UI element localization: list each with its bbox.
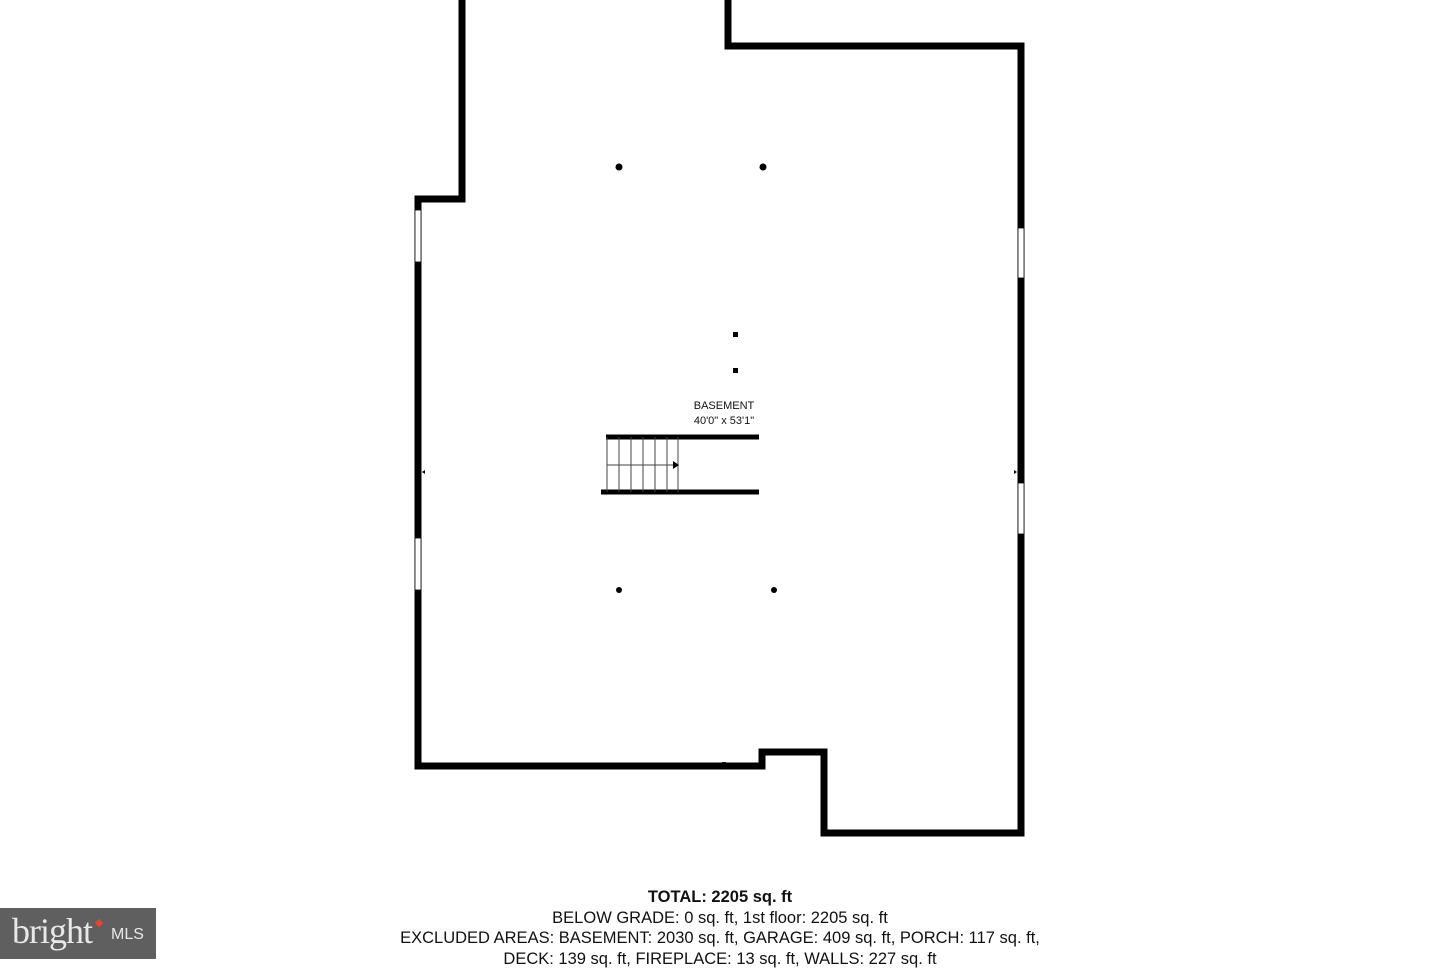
staircase: [601, 437, 759, 492]
column: [733, 332, 738, 337]
summary-line-2: EXCLUDED AREAS: BASEMENT: 2030 sq. ft, G…: [0, 928, 1440, 949]
total-area: TOTAL: 2205 sq. ft: [0, 887, 1440, 908]
logo-suffix: MLS: [111, 926, 144, 944]
bright-mls-logo: bright MLS: [0, 908, 156, 959]
window: [415, 210, 421, 262]
area-summary: TOTAL: 2205 sq. ft BELOW GRADE: 0 sq. ft…: [0, 887, 1440, 969]
room-name: BASEMENT: [664, 399, 784, 414]
window: [1018, 228, 1024, 278]
room-dimensions: 40'0" x 53'1": [664, 414, 784, 429]
column: [760, 164, 767, 171]
logo-brand: bright: [12, 910, 92, 952]
window: [1018, 483, 1024, 534]
summary-line-1: BELOW GRADE: 0 sq. ft, 1st floor: 2205 s…: [0, 908, 1440, 929]
door-marks: [422, 470, 1017, 765]
column: [771, 587, 777, 593]
logo-accent-icon: [95, 919, 103, 927]
room-label: BASEMENT 40'0" x 53'1": [664, 399, 784, 429]
window: [415, 538, 421, 590]
column: [616, 587, 622, 593]
column: [733, 368, 738, 373]
column: [616, 164, 623, 171]
columns: [616, 164, 778, 594]
